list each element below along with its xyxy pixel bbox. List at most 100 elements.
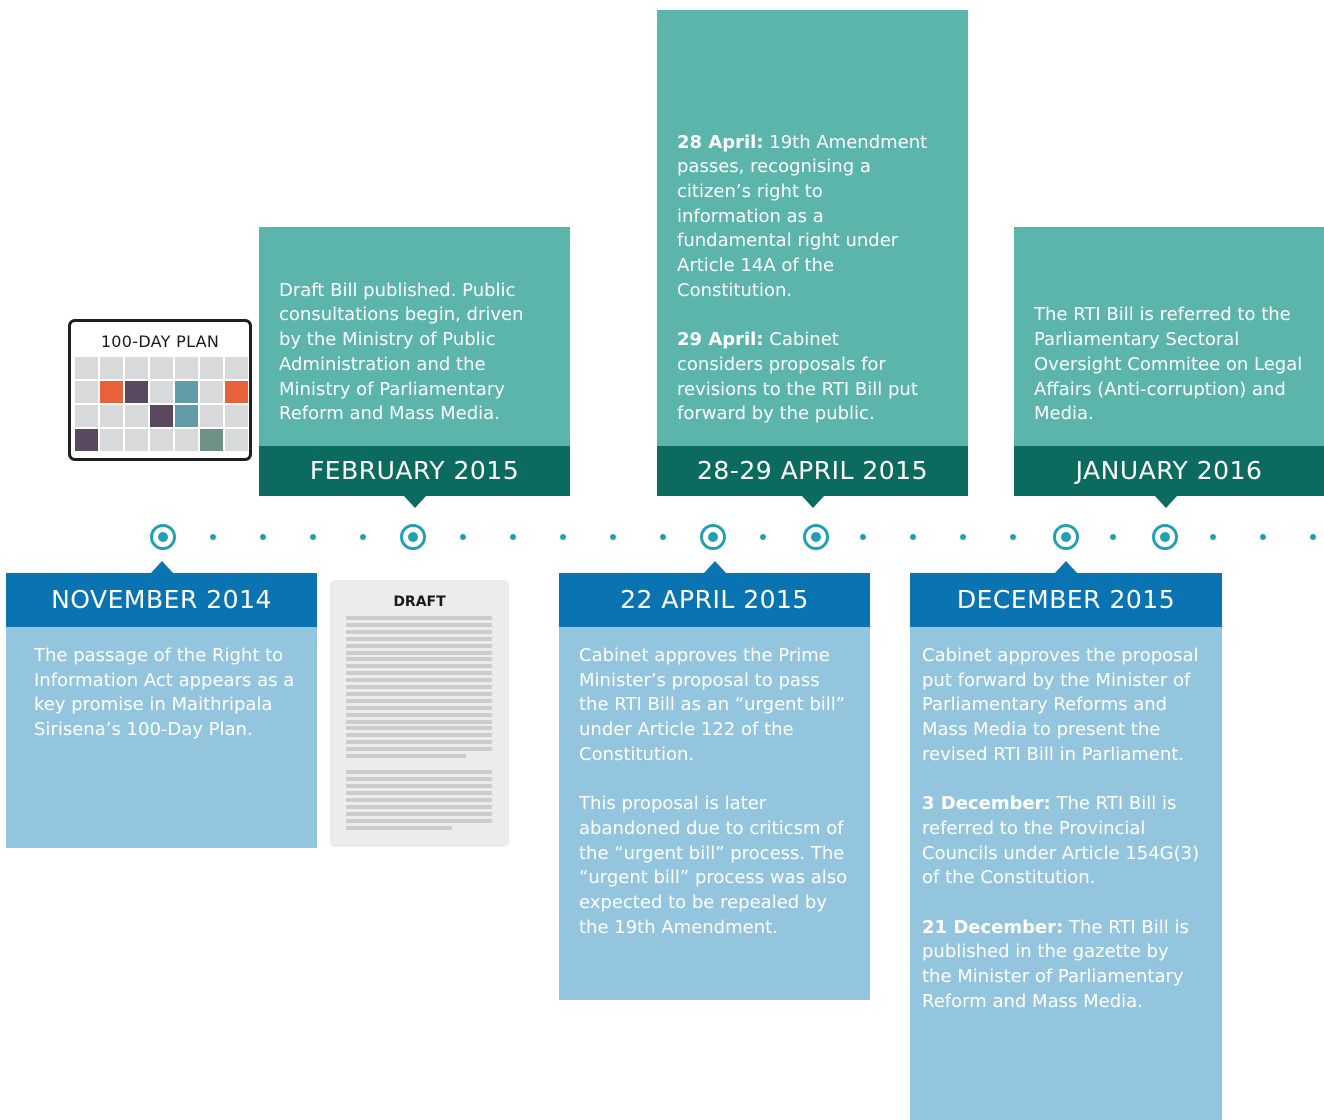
calendar-cell (175, 381, 198, 403)
event-description: The passage of the Right to Information … (6, 627, 317, 848)
draft-text-line (346, 784, 492, 788)
draft-text-line (346, 777, 492, 781)
draft-text-line (346, 691, 492, 696)
calendar-cell (150, 429, 173, 451)
calendar-cell (225, 429, 248, 451)
draft-text-line (346, 740, 492, 745)
timeline-node (150, 524, 176, 550)
timeline-dot (1210, 534, 1216, 540)
event-description: Cabinet approves the Prime Minister’s pr… (559, 627, 870, 1000)
event-paragraph: The passage of the Right to Information … (34, 645, 295, 741)
calendar-cell (125, 429, 148, 451)
calendar-cell (100, 429, 123, 451)
timeline-dot (660, 534, 666, 540)
event-date-header: 22 APRIL 2015 (559, 561, 870, 627)
draft-title: DRAFT (393, 594, 446, 610)
event-paragraph: 3 December: The RTI Bill is referred to … (922, 793, 1200, 889)
timeline-node (1053, 524, 1079, 550)
event-description: Draft Bill published. Public consultatio… (259, 227, 570, 446)
calendar-cell (225, 381, 248, 403)
draft-text-line (346, 712, 492, 717)
calendar-cell (125, 405, 148, 427)
draft-text-line (346, 616, 492, 620)
calendar-illustration: 100-DAY PLAN (68, 319, 252, 461)
event-description: 28 April: 19th Amendment passes, recogni… (657, 10, 968, 446)
calendar-cell (100, 405, 123, 427)
calendar-cell (175, 357, 198, 379)
draft-text-line (346, 685, 492, 689)
calendar-cell (175, 429, 198, 451)
event-card-28-29-april-2015: 28 April: 19th Amendment passes, recogni… (657, 10, 968, 508)
timeline-dot (310, 534, 316, 540)
event-paragraph: Cabinet approves the Prime Minister’s pr… (579, 645, 846, 765)
event-paragraph: Draft Bill published. Public consultatio… (279, 279, 524, 425)
timeline-node (700, 524, 726, 550)
draft-text-line (346, 770, 492, 774)
draft-text-line (346, 733, 492, 738)
timeline-dot (460, 534, 466, 540)
draft-text-line (346, 629, 492, 634)
timeline-dot (210, 534, 216, 540)
event-paragraph: The RTI Bill is referred to the Parliame… (1034, 304, 1303, 425)
event-card-february-2015: Draft Bill published. Public consultatio… (259, 227, 570, 508)
calendar-title: 100-DAY PLAN (100, 332, 220, 351)
timeline-dot (1010, 534, 1016, 540)
calendar-cell (125, 357, 148, 379)
pointer-arrow (702, 561, 727, 574)
timeline-dot (1260, 534, 1266, 540)
calendar-cell (150, 357, 173, 379)
draft-text-line (346, 805, 492, 809)
event-date-header: 28-29 APRIL 2015 (657, 446, 968, 508)
timeline-dot (760, 534, 766, 540)
draft-text-line (346, 726, 492, 731)
pointer-arrow (1054, 561, 1078, 574)
timeline-node (400, 524, 426, 550)
timeline-node (1152, 524, 1178, 550)
calendar-cell (225, 357, 248, 379)
draft-text-line (346, 678, 492, 683)
event-date-header: DECEMBER 2015 (910, 561, 1222, 627)
pointer-arrow (149, 561, 174, 574)
draft-text-line (346, 622, 492, 627)
event-description: The RTI Bill is referred to the Parliame… (1014, 227, 1324, 446)
calendar-cell (75, 357, 98, 379)
draft-text-line (346, 747, 492, 752)
calendar-cell (75, 381, 98, 403)
draft-text-line (346, 650, 492, 655)
timeline-dot (510, 534, 516, 540)
draft-text-line (346, 719, 492, 724)
timeline-dot (910, 534, 916, 540)
event-paragraph: 28 April: 19th Amendment passes, recogni… (677, 131, 928, 301)
timeline-dot (610, 534, 616, 540)
draft-text-line (346, 698, 492, 703)
timeline-dot (560, 534, 566, 540)
pointer-arrow (1153, 495, 1178, 508)
pointer-arrow (800, 495, 825, 508)
event-paragraph: 29 April: Cabinet considers proposals fo… (677, 329, 918, 425)
pointer-arrow (402, 495, 427, 508)
calendar-cell (200, 357, 223, 379)
draft-text-line (346, 812, 492, 816)
timeline-dot (960, 534, 966, 540)
timeline-node (803, 524, 829, 550)
event-card-january-2016: The RTI Bill is referred to the Parliame… (1014, 227, 1324, 508)
event-paragraph: Cabinet approves the proposal put forwar… (922, 645, 1199, 765)
calendar-cell (150, 381, 173, 403)
calendar-cell (200, 405, 223, 427)
draft-document-illustration: DRAFT (330, 580, 509, 847)
event-card-december-2015: DECEMBER 2015 Cabinet approves the propo… (910, 561, 1222, 1120)
draft-text-line (346, 657, 492, 662)
draft-text-line (346, 705, 492, 710)
event-paragraph: This proposal is later abandoned due to … (579, 793, 848, 938)
draft-text-line (346, 791, 492, 795)
draft-text-line (346, 636, 492, 641)
draft-text-line (346, 798, 492, 802)
calendar-cell (75, 405, 98, 427)
event-date-header: NOVEMBER 2014 (6, 561, 317, 627)
draft-text-line (346, 819, 492, 823)
timeline-dot (1310, 534, 1316, 540)
timeline-dot (360, 534, 366, 540)
draft-text-line (346, 754, 466, 758)
calendar-cell (175, 405, 198, 427)
event-description: Cabinet approves the proposal put forwar… (910, 627, 1222, 1120)
